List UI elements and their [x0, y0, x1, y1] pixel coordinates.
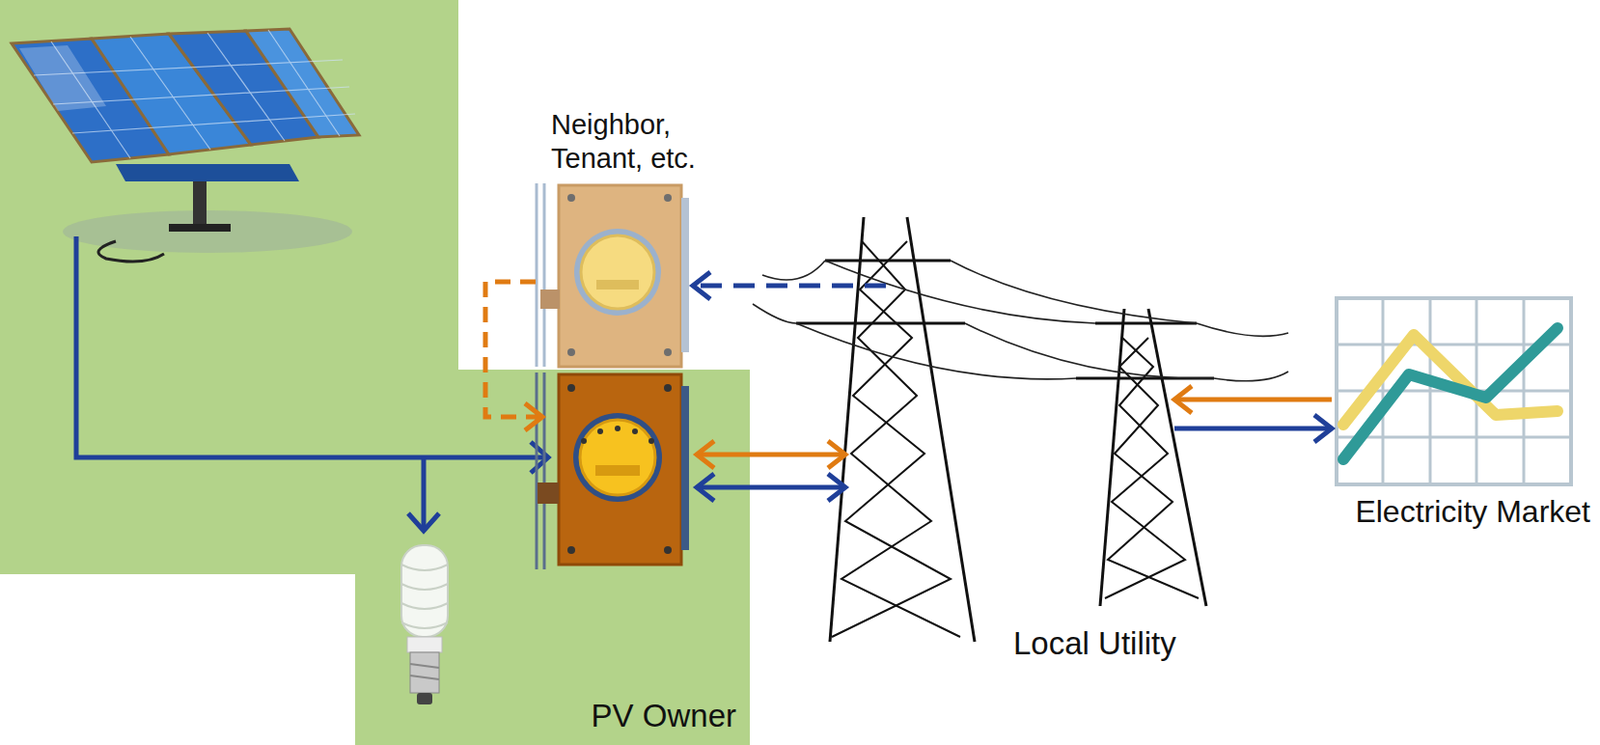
flow-arrow — [696, 441, 846, 469]
flow-arrow — [1174, 414, 1332, 442]
node-label: Neighbor, Tenant, etc. — [551, 108, 735, 176]
neighbor-meter — [536, 183, 690, 367]
light-bulb — [401, 545, 448, 705]
flow-arrow — [1174, 386, 1332, 414]
neighbor-meter-box: Neighbor, Tenant, etc. — [558, 183, 682, 367]
utility-box: Local Utility — [772, 207, 1294, 671]
pv-owner-ground — [0, 0, 750, 745]
market-chart — [1336, 298, 1572, 485]
pv-owner-meter — [536, 372, 690, 570]
pv-wire — [76, 236, 549, 531]
flow-arrow — [692, 272, 886, 300]
node-label: PV Owner — [591, 696, 737, 736]
market-box: Electricity Market — [1319, 294, 1595, 538]
solar-panel — [11, 28, 359, 262]
node-label: Local Utility — [1013, 624, 1177, 663]
node-label: Electricity Market — [1354, 493, 1591, 530]
power-line — [752, 260, 1289, 382]
flow-arrow — [696, 473, 846, 501]
flow-arrow — [485, 281, 543, 431]
transmission-tower — [796, 217, 1214, 642]
